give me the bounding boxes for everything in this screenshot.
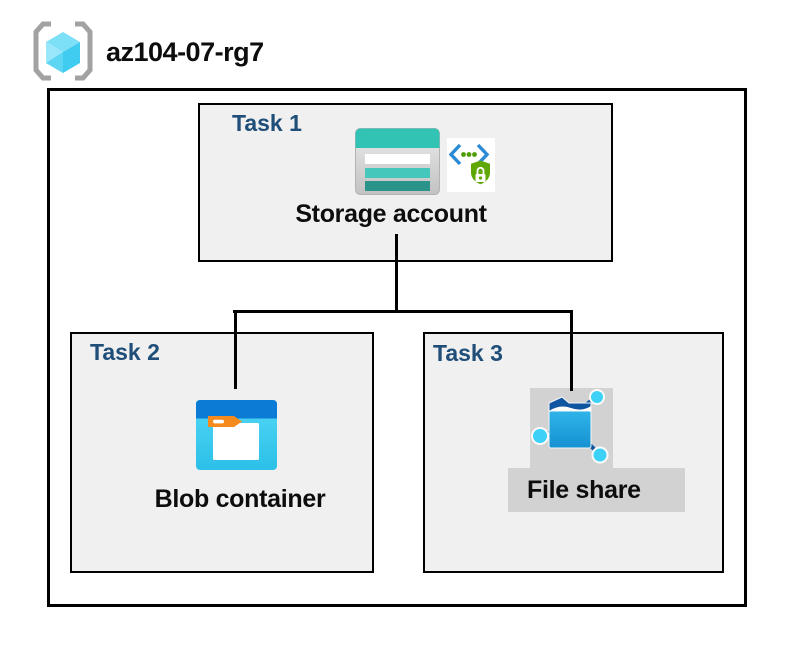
task1-label: Task 1 — [232, 110, 302, 136]
resource-group-icon — [33, 21, 93, 81]
storage-account-icon — [355, 128, 440, 195]
connector-storage-stem — [395, 234, 398, 313]
file-share-icon — [531, 389, 609, 464]
file-share-label: File share — [527, 476, 641, 504]
resource-group-name: az104-07-rg7 — [106, 37, 264, 67]
task2-box: Task 2 Blob container — [70, 332, 374, 573]
blob-container-icon — [196, 400, 277, 470]
blob-container-label: Blob container — [154, 485, 326, 513]
connector-to-file-share — [570, 310, 573, 391]
connector-horizontal — [233, 310, 573, 313]
task3-box: Task 3 File share — [423, 332, 724, 573]
secure-endpoint-icon — [447, 138, 495, 192]
file-share-label-highlight: File share — [508, 468, 685, 512]
connector-to-blob-container — [234, 310, 237, 389]
task3-label: Task 3 — [433, 340, 503, 366]
task1-box: Task 1 — [198, 103, 613, 262]
task2-label: Task 2 — [90, 339, 160, 365]
storage-account-label: Storage account — [295, 200, 487, 228]
resource-group-boundary: Task 1 — [47, 88, 747, 607]
